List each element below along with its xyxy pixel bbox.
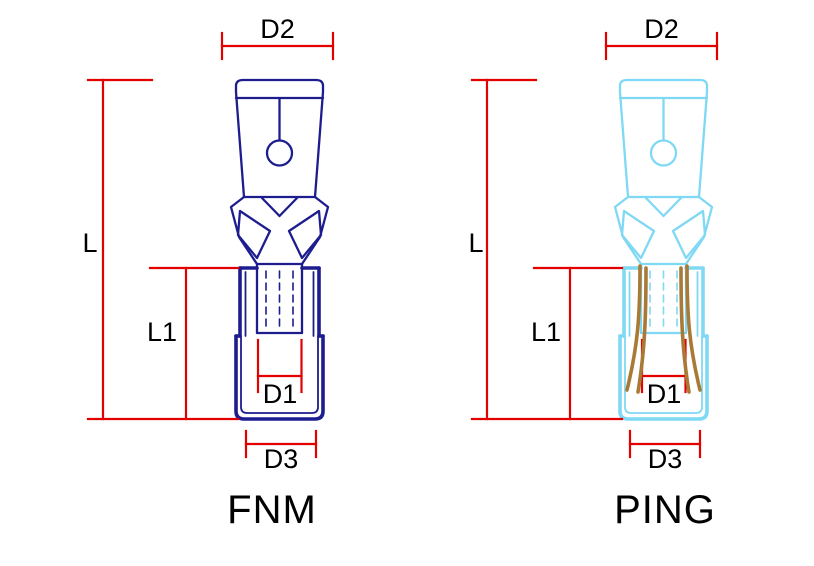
ping-wire-strands [625, 264, 702, 394]
ping-terminal-outline [613, 78, 714, 421]
ping-d3-label: D3 [648, 444, 683, 474]
fnm-l1-label: L1 [147, 317, 177, 347]
ping-caption: PING [614, 488, 716, 532]
ping-l-label: L [468, 228, 483, 258]
fnm-d3-label: D3 [264, 444, 299, 474]
fnm-terminal-outline [229, 78, 330, 421]
fnm-l-label: L [82, 228, 97, 258]
ping-d2-label: D2 [644, 14, 679, 44]
ping-l1-label: L1 [531, 317, 561, 347]
fnm-caption: FNM [227, 488, 317, 532]
fnm-d1-label: D1 [263, 379, 298, 409]
ping-d1-label: D1 [647, 379, 682, 409]
fnm-d2-label: D2 [260, 14, 295, 44]
